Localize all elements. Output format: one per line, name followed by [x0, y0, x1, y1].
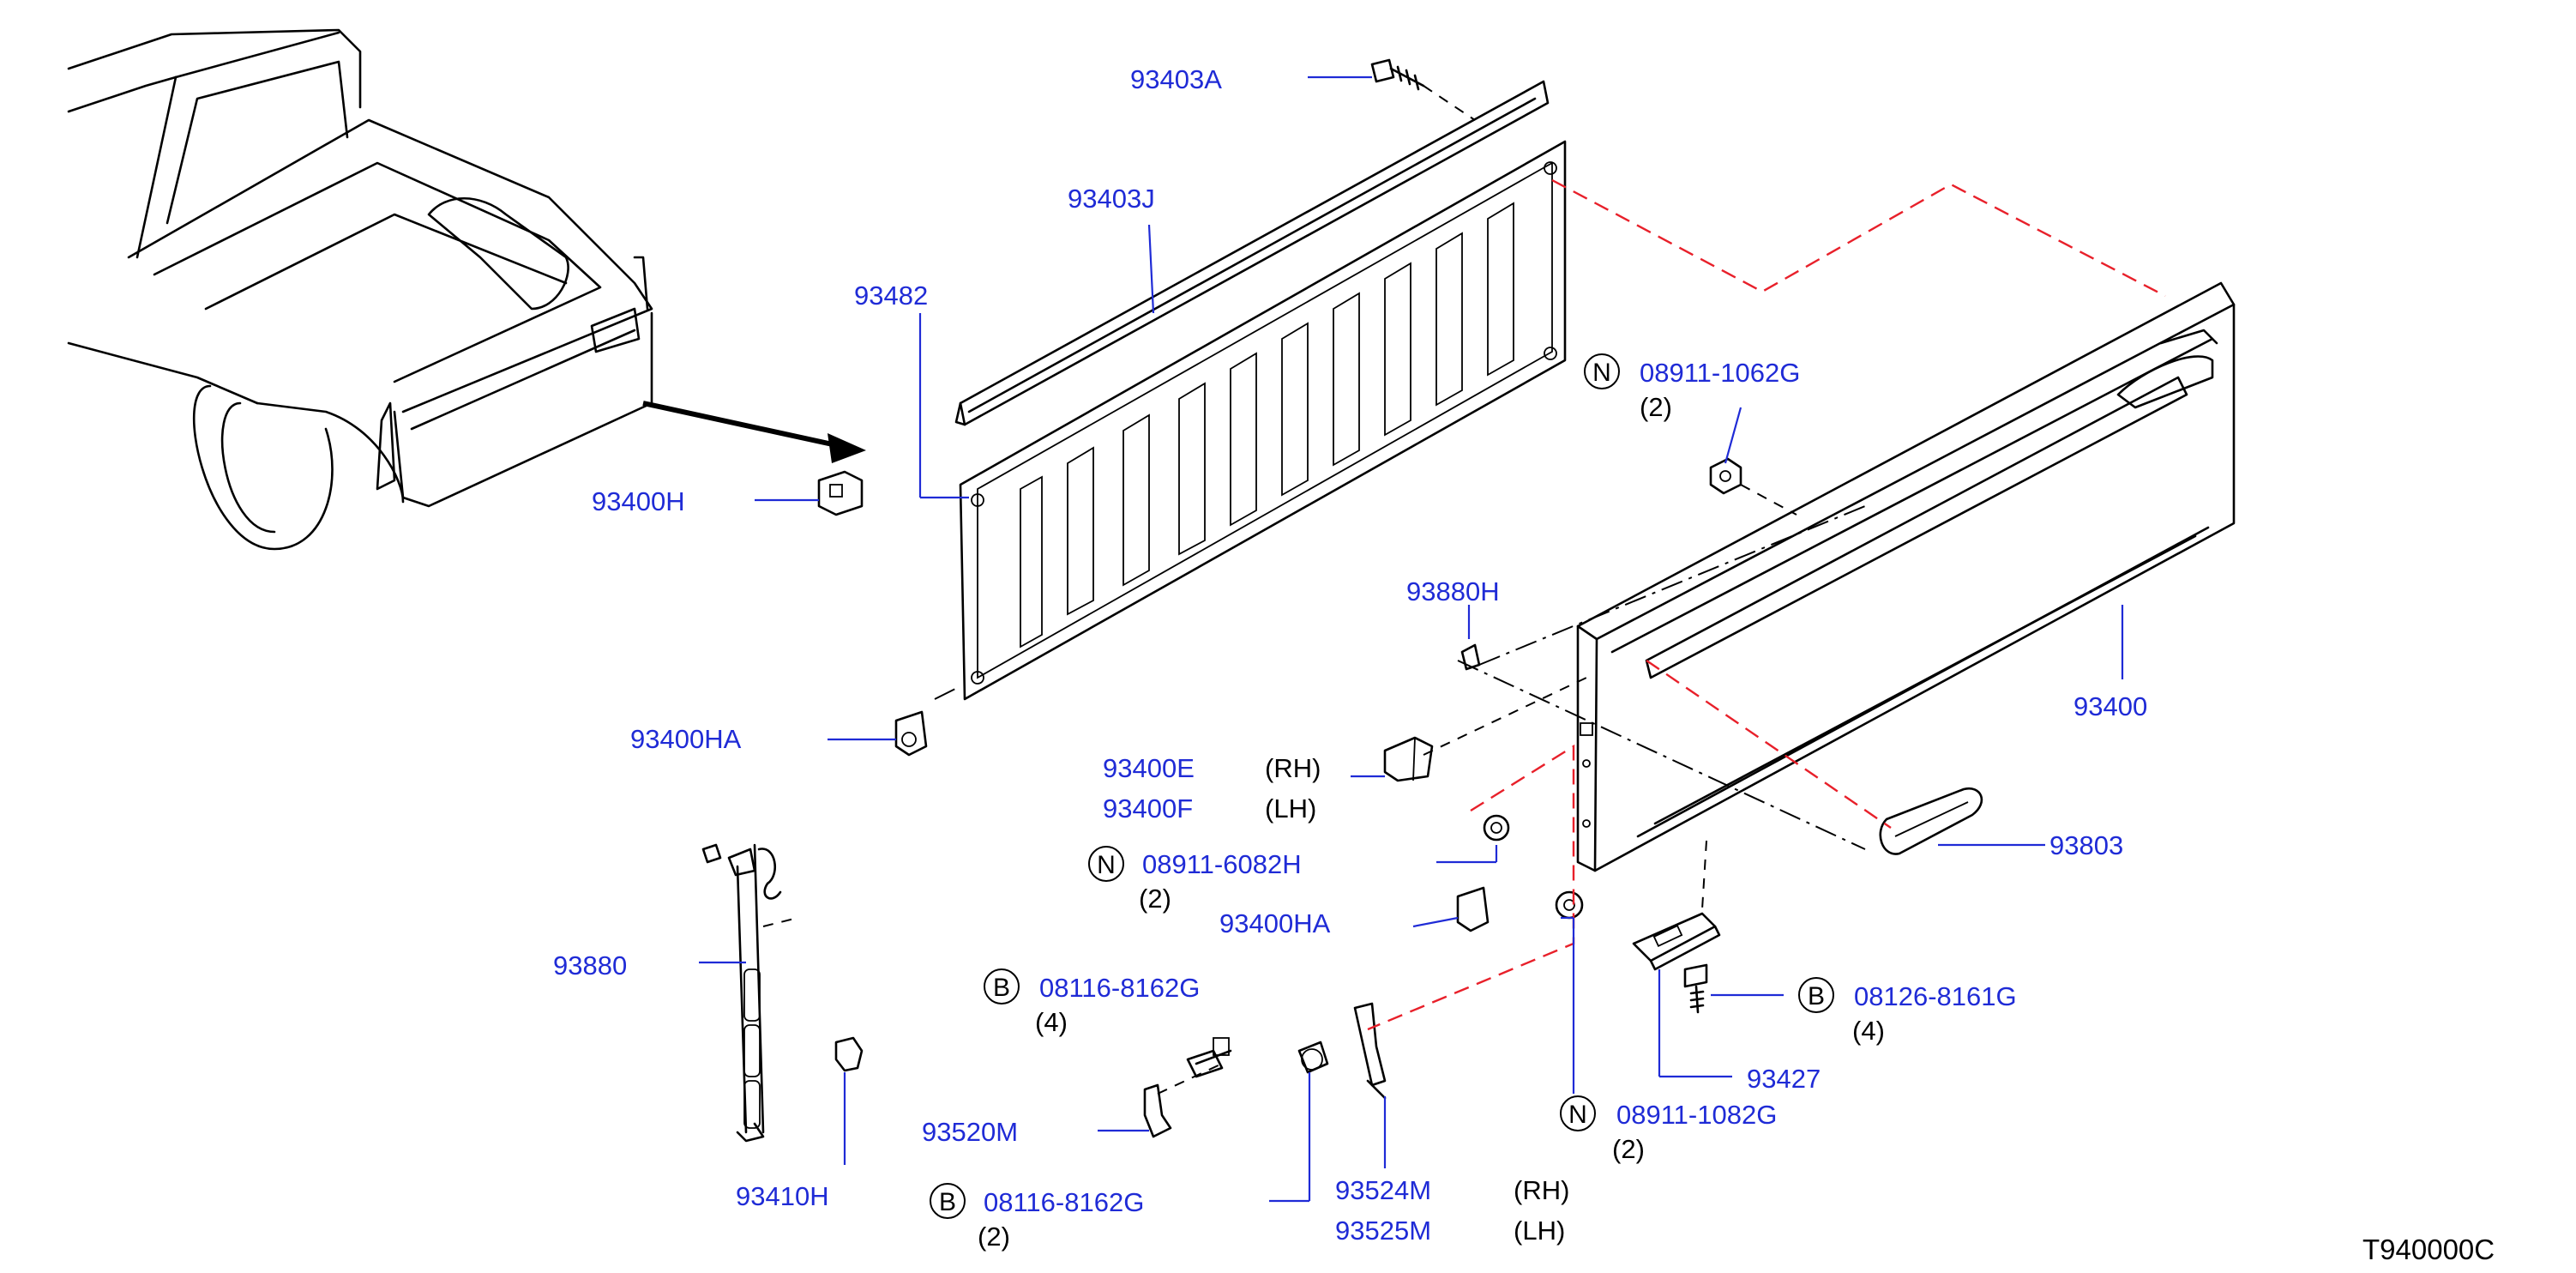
assembly-lines — [762, 85, 2166, 1095]
fastener-n3: N 08911-1082G (2) — [1560, 1095, 1777, 1164]
label-93525m: 93525M — [1335, 1216, 1431, 1246]
fastener-part: 08116-8162G — [1039, 973, 1200, 1003]
fastener-b1: B 08116-8162G (4) — [984, 968, 1200, 1037]
label-93524m: 93524M — [1335, 1175, 1431, 1205]
side-rh-93524m: (RH) — [1514, 1175, 1569, 1205]
fastener-qty: (2) — [978, 1222, 1010, 1252]
fastener-qty: (2) — [1612, 1134, 1645, 1164]
tailgate-outer-shell — [1576, 281, 2236, 872]
handle-93803 — [1879, 787, 1983, 855]
label-93400h: 93400H — [592, 486, 685, 516]
label-93410h: 93410H — [736, 1181, 829, 1211]
leader-lines — [699, 75, 2124, 1203]
label-93803: 93803 — [2049, 830, 2123, 860]
fastener-part: 08126-8161G — [1854, 981, 2017, 1011]
side-lh-93400f: (LH) — [1265, 793, 1316, 824]
label-93400ha-lower: 93400HA — [1219, 908, 1331, 938]
cap-93410h — [834, 1036, 864, 1072]
pickup-truck-illustration — [67, 28, 653, 551]
fastener-b2: B 08116-8162G (2) — [930, 1183, 1144, 1252]
fastener-symbol: B — [1808, 982, 1825, 1011]
label-93880: 93880 — [553, 950, 627, 980]
tailgate-top-strip — [954, 80, 1550, 426]
label-93400e: 93400E — [1103, 753, 1195, 783]
screw-93403a — [1370, 58, 1425, 91]
fastener-qty: (2) — [1640, 392, 1672, 422]
hinge-93427 — [1632, 912, 1721, 971]
label-93403j: 93403J — [1068, 184, 1155, 214]
fastener-qty: (4) — [1852, 1016, 1885, 1046]
label-93482: 93482 — [854, 281, 928, 311]
panel-ribs — [1020, 202, 1514, 649]
callout-labels: 93403A 93403J 93482 93400H 93400HA 93880… — [553, 64, 2147, 1246]
nut-08911-1062g — [1709, 457, 1742, 495]
hook-93880h — [1460, 643, 1481, 671]
tailgate-inner-panel — [959, 140, 1567, 701]
fastener-qty: (2) — [1139, 884, 1171, 914]
nut-08911-6082h — [1483, 814, 1510, 842]
label-93427: 93427 — [1747, 1064, 1821, 1094]
label-93880h: 93880H — [1406, 576, 1500, 606]
drawing-code: T940000C — [2362, 1234, 2495, 1265]
bolt-08116-8162g-upper — [1186, 1037, 1232, 1078]
label-93520m: 93520M — [922, 1117, 1018, 1147]
clip-93400ha-upper — [894, 710, 928, 757]
fastener-symbol: B — [939, 1188, 956, 1216]
arrow-indicator — [642, 401, 866, 463]
fastener-b3: B 08126-8161G (4) — [1798, 977, 2017, 1046]
label-93400f: 93400F — [1103, 793, 1193, 824]
side-lh-93525m: (LH) — [1514, 1216, 1565, 1246]
hook-93524m-93525m — [1353, 1002, 1387, 1100]
bracket-93520m — [1143, 1083, 1172, 1138]
label-93400: 93400 — [2073, 691, 2147, 721]
bolt-08116-8162g-lower — [1297, 1041, 1329, 1074]
clip-93400ha-lower — [1456, 886, 1490, 932]
support-cable-93880 — [701, 843, 782, 1143]
fastener-part: 08911-1062G — [1640, 358, 1800, 388]
fastener-qty: (4) — [1035, 1007, 1068, 1037]
fastener-part: 08116-8162G — [984, 1187, 1144, 1217]
nut-08911-1082g — [1555, 890, 1584, 920]
fastener-part: 08911-6082H — [1142, 849, 1302, 879]
label-93403a: 93403A — [1130, 64, 1222, 94]
side-rh-93400e: (RH) — [1265, 753, 1321, 783]
fastener-symbol: N — [1568, 1101, 1587, 1129]
fastener-symbol: N — [1592, 359, 1611, 387]
fastener-symbol: B — [993, 974, 1010, 1002]
fastener-n2: N 08911-6082H (2) — [1088, 846, 1302, 914]
label-93400ha-upper: 93400HA — [630, 724, 742, 754]
fastener-part: 08911-1082G — [1616, 1100, 1777, 1130]
clip-93400h — [817, 470, 864, 516]
fastener-symbol: N — [1097, 851, 1116, 879]
bumper-93400e-f — [1383, 736, 1434, 782]
bolt-08126-8161g — [1683, 963, 1708, 1014]
fastener-n1: N 08911-1062G (2) — [1584, 353, 1800, 422]
